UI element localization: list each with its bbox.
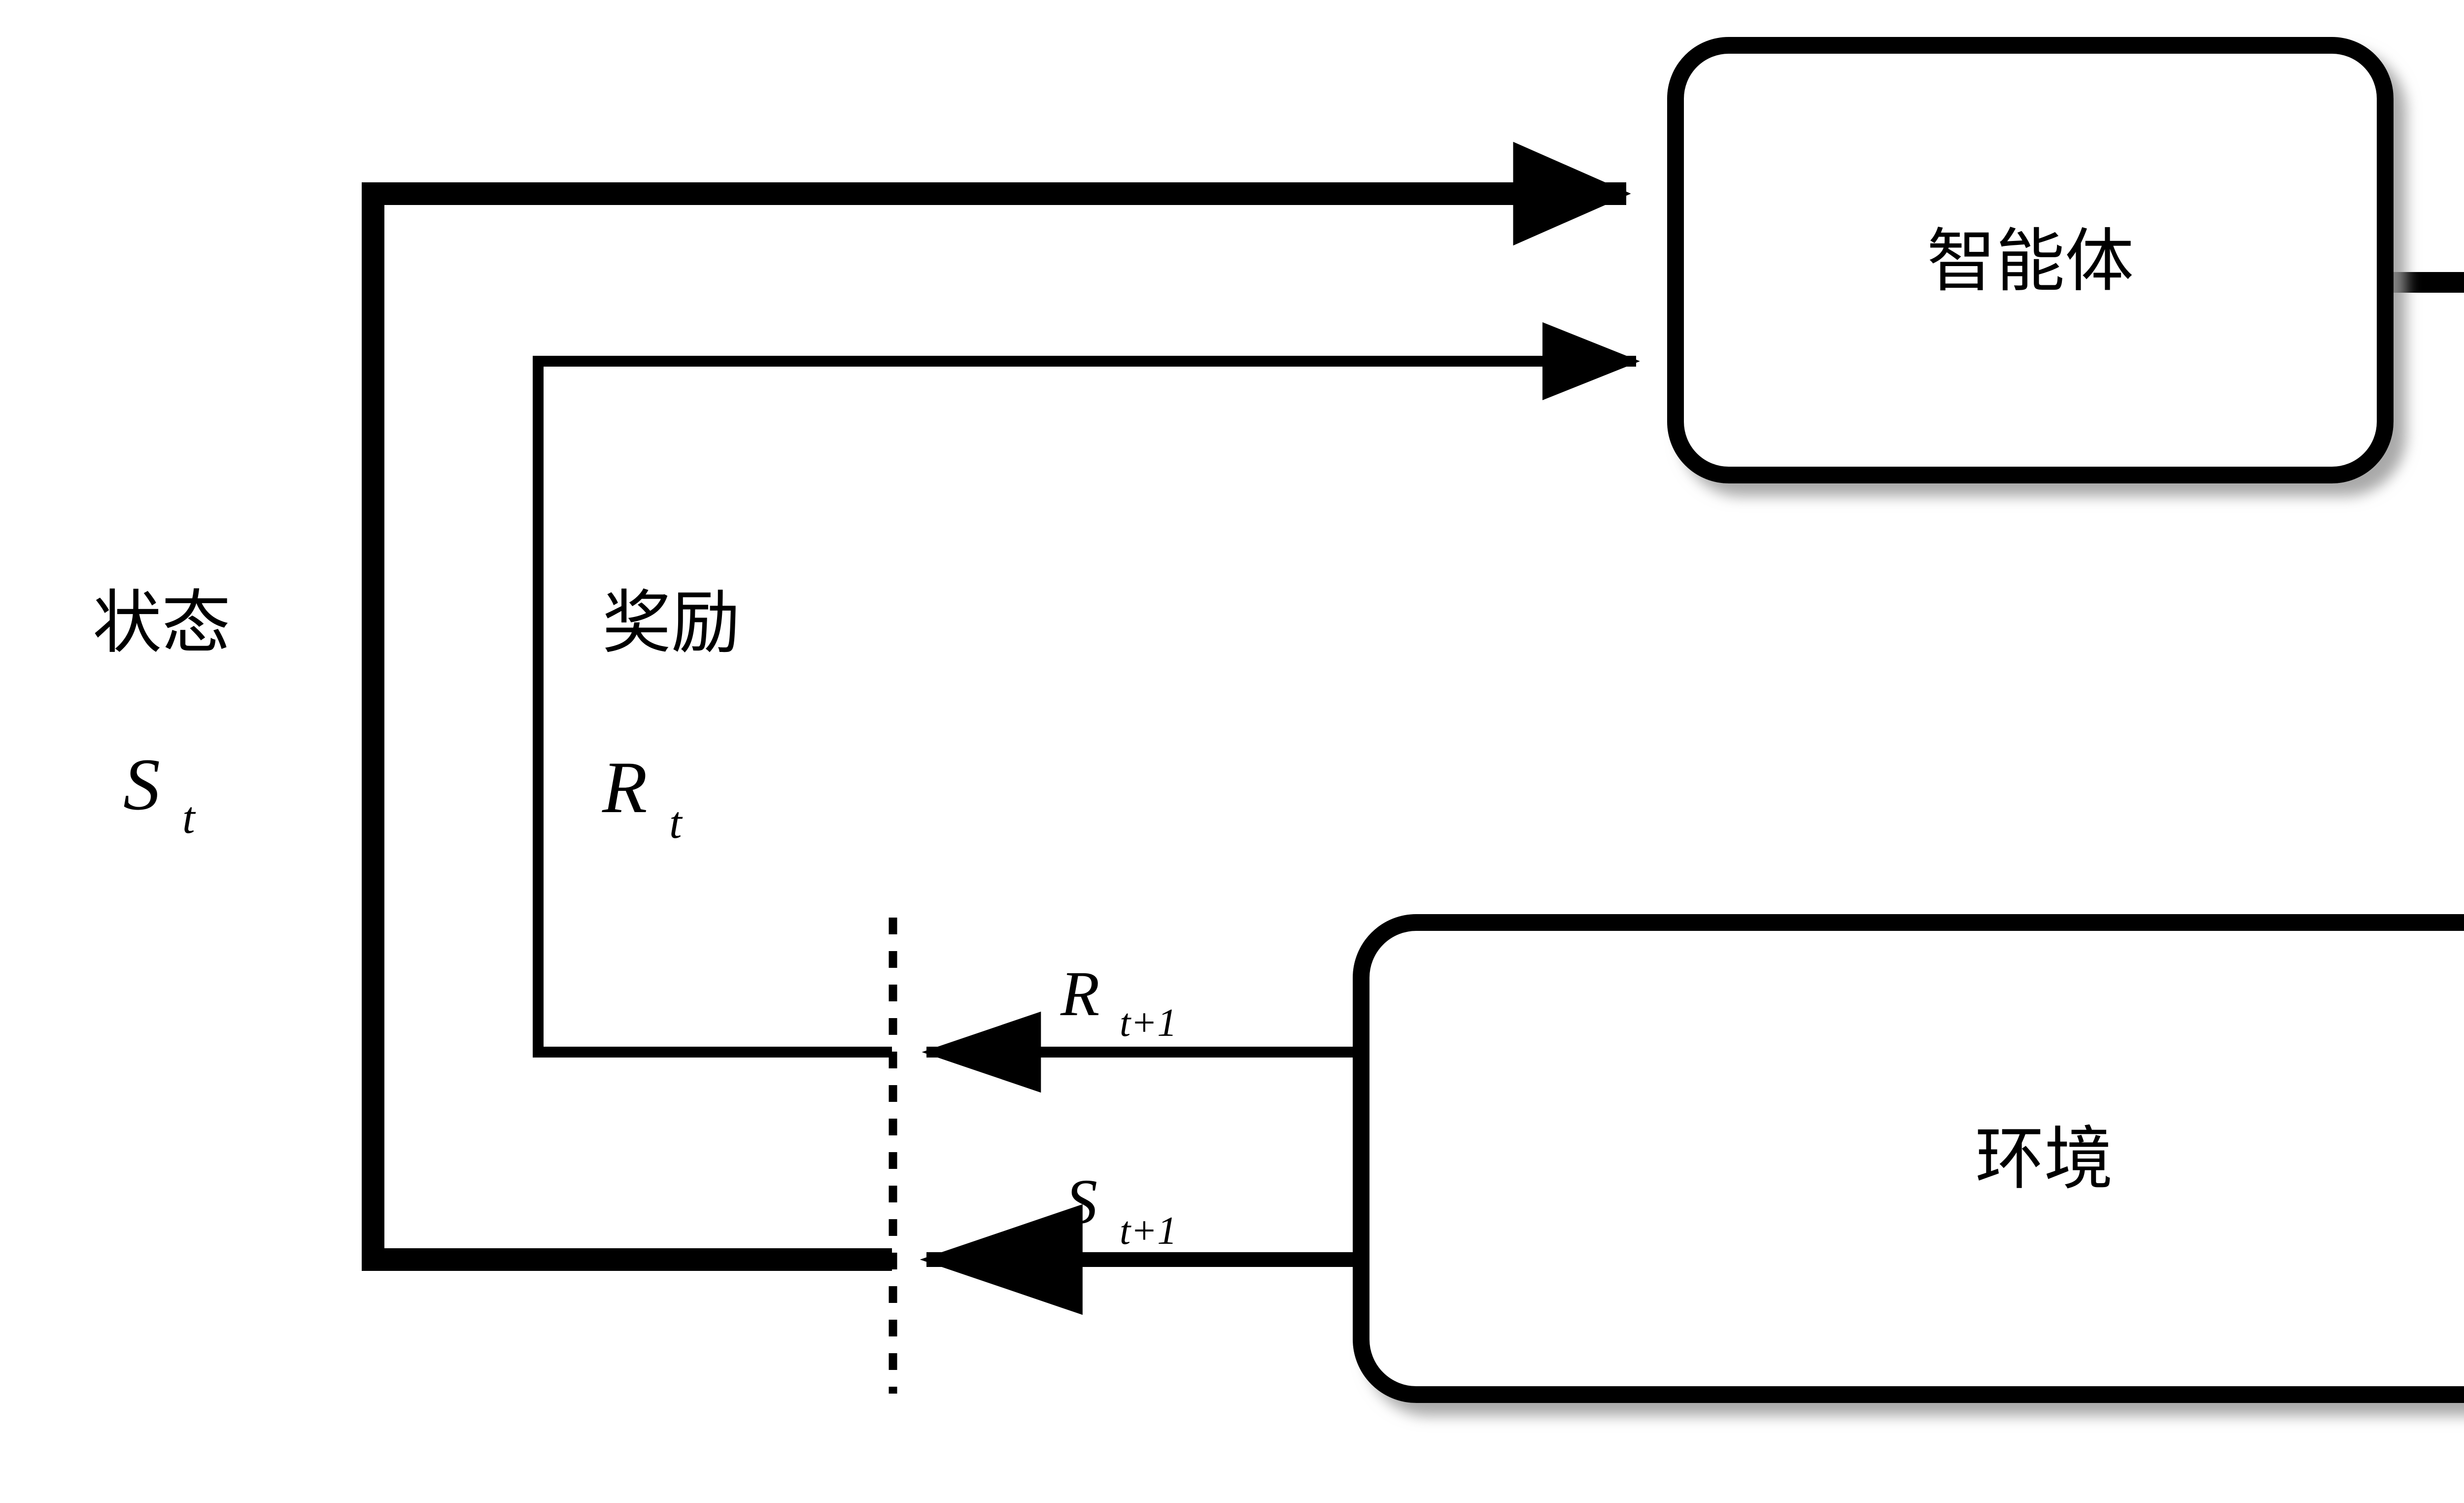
edge-state <box>362 141 1631 1271</box>
state-next-symbol: S <box>1065 1166 1097 1237</box>
environment-label: 环境 <box>1975 1119 2113 1199</box>
reward-subscript: t <box>669 797 683 848</box>
environment-box[interactable] <box>1353 914 2464 1403</box>
edge-reward <box>533 322 1640 1058</box>
reward-symbol: R <box>602 747 648 828</box>
state-symbol: S <box>123 744 160 825</box>
state-label-cjk: 状态 <box>93 583 231 663</box>
reward-next-symbol: R <box>1060 958 1099 1029</box>
reward-label-cjk: 奖励 <box>602 583 740 663</box>
state-subscript: t <box>182 792 196 843</box>
node-environment[interactable]: 环境 <box>1353 914 2464 1403</box>
reward-next-subscript: t+1 <box>1120 1001 1177 1045</box>
state-next-subscript: t+1 <box>1120 1209 1177 1253</box>
label-reward-next: R t+1 <box>1060 958 1177 1045</box>
agent-label: 智能体 <box>1927 221 2134 302</box>
label-state: 状态 S t <box>93 583 231 843</box>
label-reward: 奖励 R t <box>602 583 740 848</box>
agent-box[interactable] <box>1667 37 2394 483</box>
label-state-next: S t+1 <box>1065 1166 1177 1253</box>
node-agent[interactable]: 智能体 <box>1667 37 2394 483</box>
